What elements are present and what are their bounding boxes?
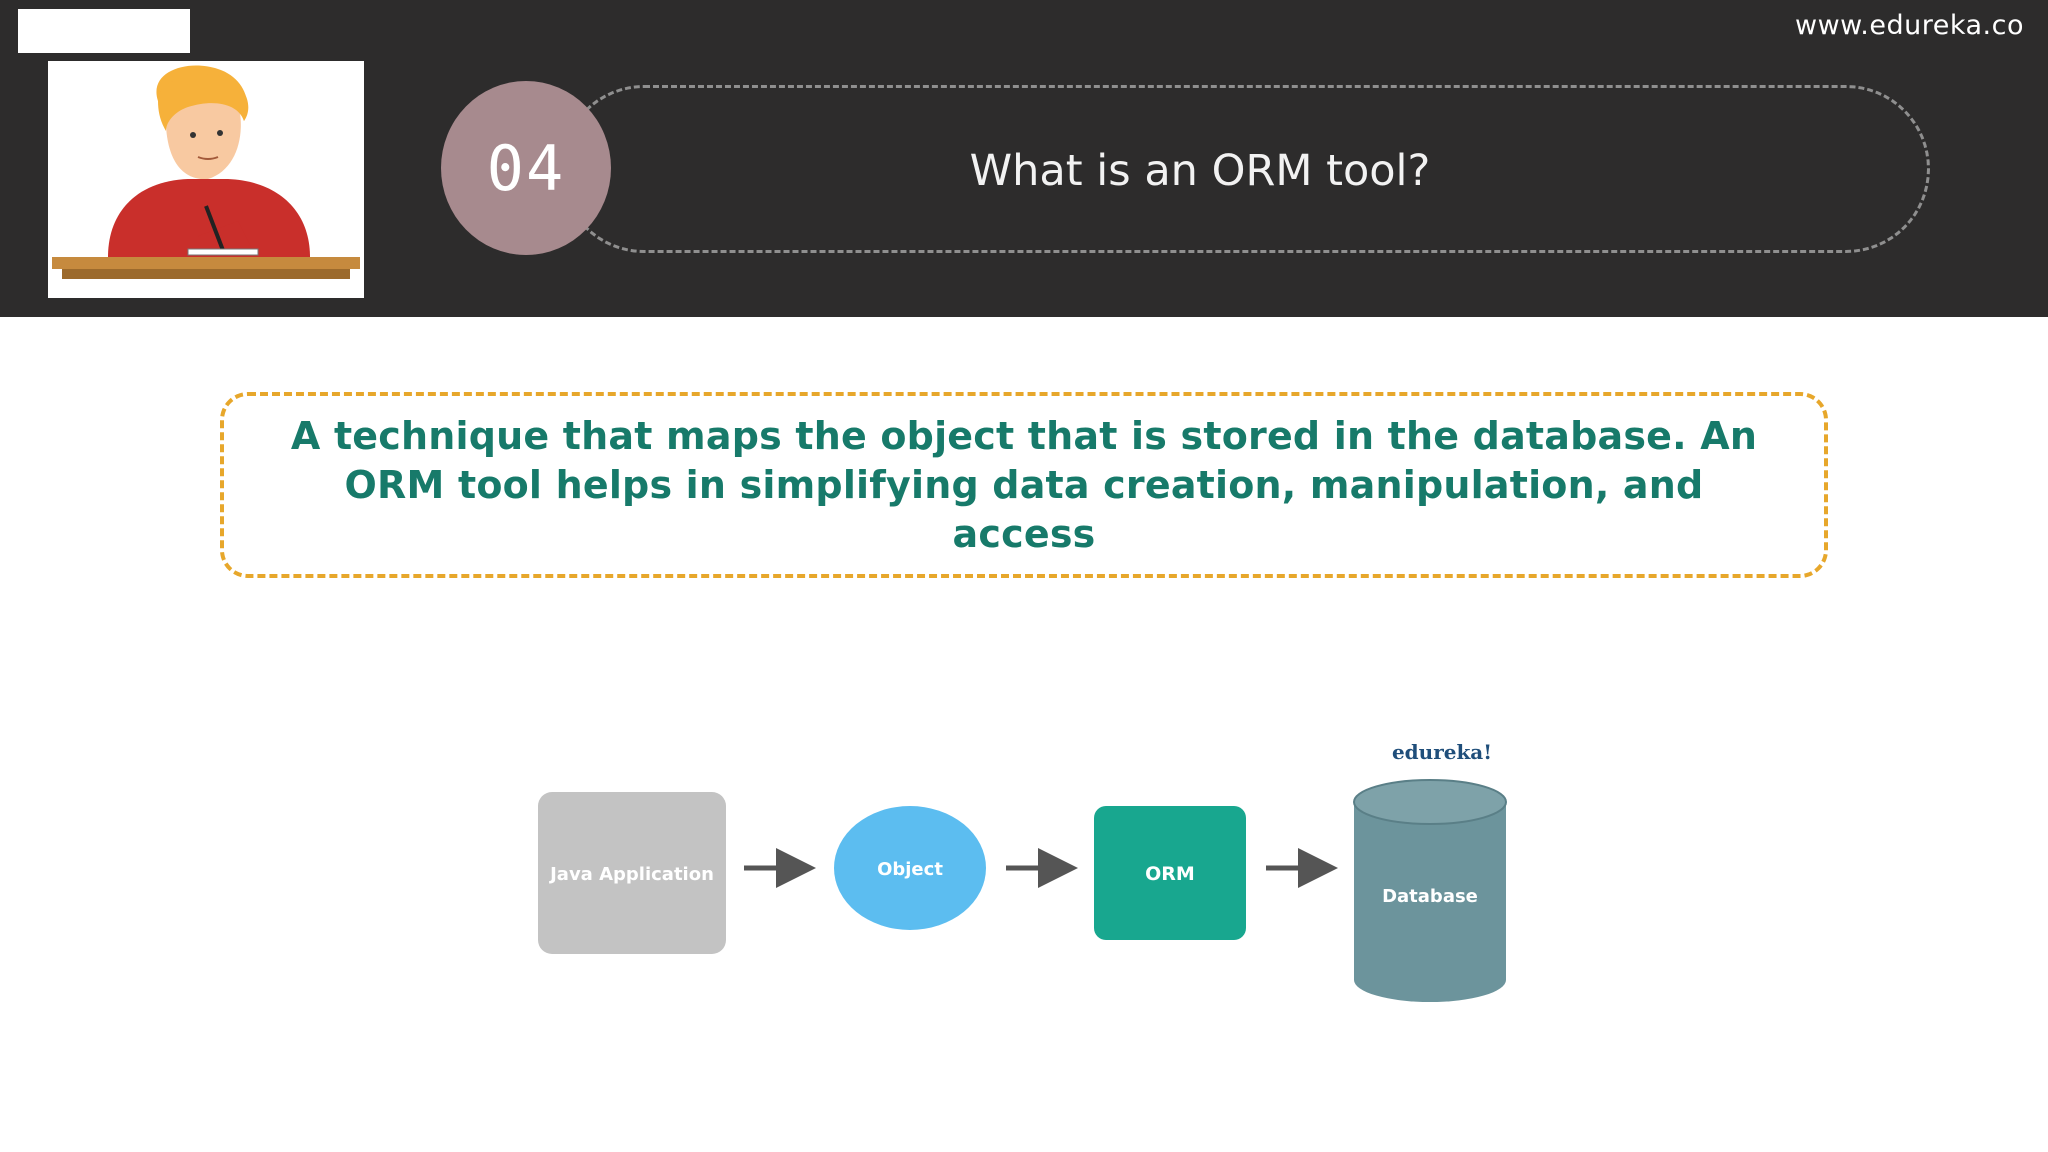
object-node bbox=[834, 806, 986, 930]
header-tab bbox=[18, 9, 190, 53]
student-writing-illustration bbox=[48, 61, 364, 298]
database-node bbox=[1354, 802, 1506, 1002]
database-top bbox=[1353, 779, 1507, 825]
database-label: Database bbox=[1382, 886, 1478, 907]
orm-label: ORM bbox=[1145, 863, 1195, 885]
definition-box: A technique that maps the object that is… bbox=[220, 392, 1828, 578]
diagram-brand-logo: edureka! bbox=[1392, 740, 1492, 764]
slide-title: What is an ORM tool? bbox=[969, 146, 1431, 196]
orm-node bbox=[1094, 806, 1246, 940]
java-application-label: Java Application bbox=[548, 864, 714, 885]
object-label: Object bbox=[877, 859, 943, 880]
java-application-node bbox=[538, 792, 726, 954]
orm-flow-diagram: edureka! Java Application Object ORM Dat… bbox=[500, 730, 1560, 1030]
section-number-badge: 04 bbox=[441, 81, 611, 255]
definition-text: A technique that maps the object that is… bbox=[290, 413, 1758, 556]
site-url[interactable]: www.edureka.co bbox=[1795, 10, 2024, 41]
